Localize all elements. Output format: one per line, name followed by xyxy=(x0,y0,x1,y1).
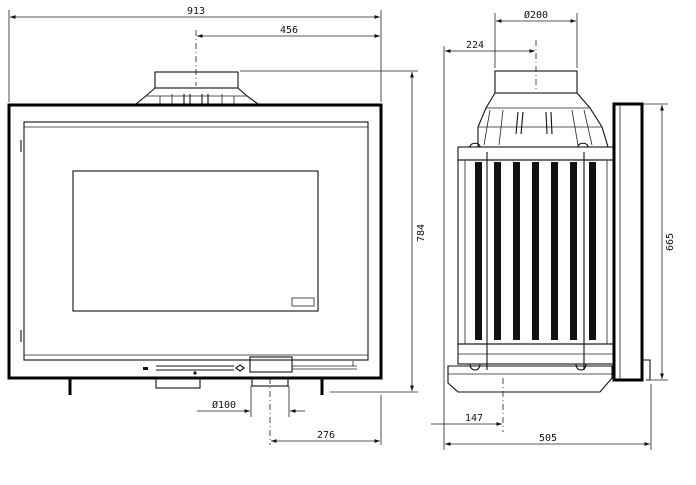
side-base xyxy=(447,365,613,393)
outlet-box xyxy=(249,356,293,373)
front-view xyxy=(7,30,383,395)
dim-outlet-diameter: Ø100 xyxy=(212,399,236,411)
side-top-rail xyxy=(457,146,615,161)
front-glass-window xyxy=(72,170,319,312)
side-dimensions: Ø200 224 665 147 505 xyxy=(431,9,676,450)
front-outer-frame xyxy=(7,103,383,380)
front-base-spigot xyxy=(155,377,201,389)
dim-outlet-offset: 276 xyxy=(317,430,335,441)
dim-total-depth: 505 xyxy=(539,433,557,444)
side-flue-collar xyxy=(477,70,609,148)
dim-base-offset: 147 xyxy=(465,413,483,424)
dim-total-height: 784 xyxy=(416,224,427,242)
dim-half-width: 456 xyxy=(280,25,298,36)
side-cooling-fins xyxy=(475,162,596,340)
dim-body-height: 665 xyxy=(665,233,676,251)
front-air-control-bar xyxy=(143,356,357,373)
front-flue-collar xyxy=(134,71,260,105)
dim-collar-offset: 224 xyxy=(466,40,484,51)
dim-collar-diameter: Ø200 xyxy=(524,9,548,21)
side-view xyxy=(447,70,651,393)
front-dimensions: 913 456 784 Ø100 276 xyxy=(8,6,427,445)
logo-plate xyxy=(291,297,315,307)
front-door-frame xyxy=(23,121,369,361)
dim-total-width: 913 xyxy=(187,6,205,17)
side-front-panel xyxy=(612,102,644,382)
